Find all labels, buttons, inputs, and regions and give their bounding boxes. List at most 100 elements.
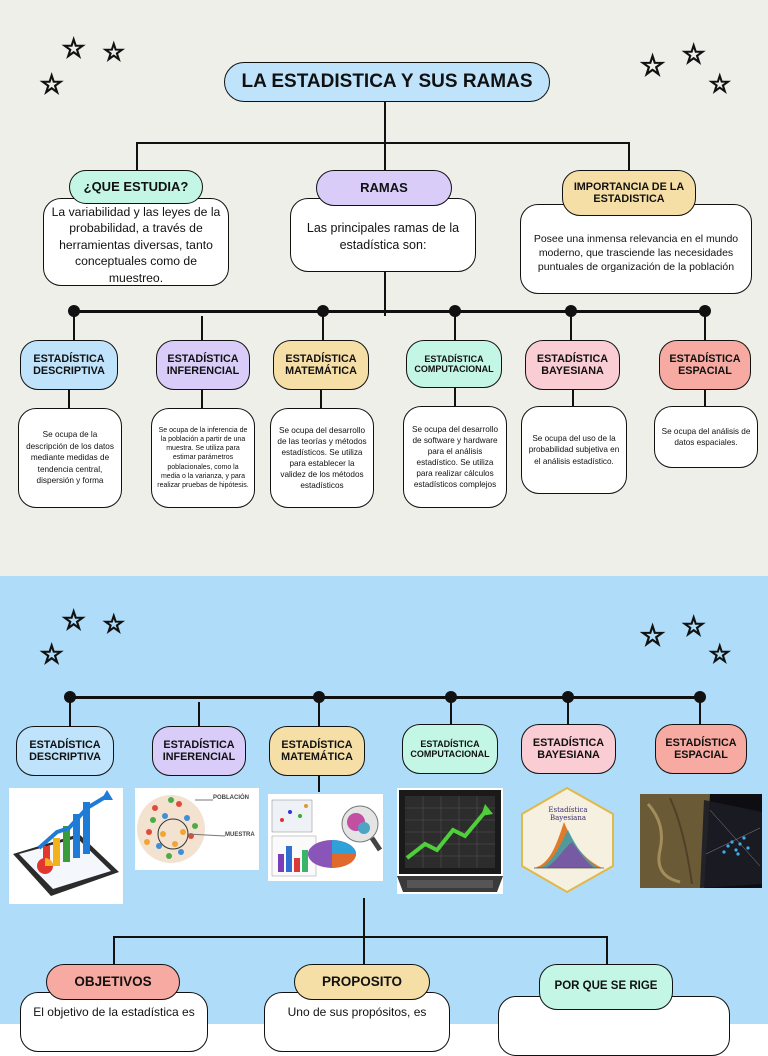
descriptiva-image	[9, 788, 123, 904]
desc-inferencial: Se ocupa de la inferencia de la població…	[151, 408, 255, 508]
bar-dot	[317, 305, 329, 317]
branch-bayesiana: ESTADÍSTICA BAYESIANA	[521, 724, 616, 774]
bayesiana-image-title: Estadística Bayesiana	[548, 806, 588, 822]
proposito-label: PROPOSITO	[294, 964, 430, 1000]
connector-line	[704, 312, 706, 340]
bar-dot	[68, 305, 80, 317]
desc-computacional: Se ocupa del desarrollo de software y ha…	[403, 406, 507, 508]
connector-line	[567, 698, 569, 724]
inferencial-image: POBLACIÓN MUESTRA	[135, 788, 259, 870]
top-section: ☆ ☆ ☆ ☆ ☆ ☆ LA ESTADISTICA Y SUS RAMAS L…	[0, 0, 768, 576]
desc-descriptiva-text: Se ocupa de la descripción de los datos …	[26, 430, 114, 486]
connector-line	[201, 388, 203, 410]
star-icon: ☆	[39, 640, 64, 670]
branch-computacional: ESTADÍSTICA COMPUTACIONAL	[402, 724, 498, 774]
proposito-box: Uno de sus propósitos, es	[264, 992, 450, 1052]
connector-line	[136, 142, 630, 144]
que-estudia-label: ¿QUE ESTUDIA?	[69, 170, 203, 204]
branch-inferencial: ESTADÍSTICA INFERENCIAL	[156, 340, 250, 390]
connector-line	[318, 698, 320, 726]
objetivos-box: El objetivo de la estadística es	[20, 992, 208, 1052]
desc-matematica-text: Se ocupa del desarrollo de las teorías y…	[277, 425, 367, 491]
importancia-box: Posee una inmensa relevancia en el mundo…	[520, 204, 752, 294]
connector-line	[454, 312, 456, 340]
connector-line	[363, 898, 365, 938]
connector-line	[704, 388, 706, 408]
muestra-label: MUESTRA	[225, 832, 255, 838]
bar-dot	[449, 305, 461, 317]
bar-dot	[699, 305, 711, 317]
bayesiana-image: Estadística Bayesiana	[520, 786, 615, 894]
connector-line	[628, 142, 630, 170]
importancia-label: IMPORTANCIA DE LA ESTADISTICA	[562, 170, 696, 216]
connector-line	[572, 388, 574, 408]
connector-line	[384, 270, 386, 316]
connector-line	[384, 142, 386, 170]
connector-line	[113, 936, 608, 938]
ramas-text: Las principales ramas de la estadística …	[306, 221, 460, 252]
branch-matematica: ESTADÍSTICA MATEMÁTICA	[273, 340, 369, 390]
star-icon: ☆	[681, 612, 706, 642]
star-icon: ☆	[102, 38, 125, 66]
que-estudia-text: La variabilidad y las leyes de la probab…	[51, 204, 221, 285]
branch-espacial: ESTADÍSTICA ESPACIAL	[655, 724, 747, 774]
connector-line	[69, 698, 71, 726]
bar-dot	[565, 305, 577, 317]
star-icon: ☆	[61, 606, 86, 636]
connector-line	[113, 936, 115, 966]
ramas-box: Las principales ramas de la estadística …	[290, 198, 476, 272]
por-que-label: POR QUE SE RIGE	[539, 964, 673, 1010]
connector-line	[322, 312, 324, 342]
branch-descriptiva: ESTADÍSTICA DESCRIPTIVA	[20, 340, 118, 390]
objetivos-label: OBJETIVOS	[46, 964, 180, 1000]
star-icon: ☆	[102, 610, 125, 638]
branch-espacial: ESTADÍSTICA ESPACIAL	[659, 340, 751, 390]
branch-inferencial: ESTADÍSTICA INFERENCIAL	[152, 726, 246, 776]
bar-dot	[694, 691, 706, 703]
connector-line	[570, 312, 572, 340]
star-icon: ☆	[639, 49, 666, 82]
connector-line	[136, 142, 138, 170]
connector-line	[606, 936, 608, 966]
connector-line	[699, 698, 701, 724]
bar-dot	[445, 691, 457, 703]
matematica-image	[268, 794, 383, 881]
desc-espacial: Se ocupa del análisis de datos espaciale…	[654, 406, 758, 468]
branches-bar	[73, 310, 706, 313]
star-icon: ☆	[681, 40, 706, 70]
bar-dot	[562, 691, 574, 703]
ramas-label: RAMAS	[316, 170, 452, 206]
connector-line	[320, 388, 322, 410]
desc-bayesiana-text: Se ocupa del uso de la probabilidad subj…	[528, 434, 620, 466]
connector-line	[198, 702, 200, 726]
connector-line	[318, 772, 320, 792]
star-icon: ☆	[708, 70, 731, 98]
connector-line	[363, 936, 365, 966]
star-icon: ☆	[708, 640, 731, 668]
connector-line	[384, 100, 386, 143]
desc-espacial-text: Se ocupa del análisis de datos espaciale…	[661, 426, 751, 447]
connector-line	[68, 388, 70, 410]
connector-line	[450, 698, 452, 724]
desc-inferencial-text: Se ocupa de la inferencia de la població…	[157, 427, 249, 489]
branch-matematica: ESTADÍSTICA MATEMÁTICA	[269, 726, 365, 776]
importancia-text: Posee una inmensa relevancia en el mundo…	[533, 232, 739, 274]
connector-line	[454, 386, 456, 408]
bottom-section: ☆ ☆ ☆ ☆ ☆ ☆ ESTADÍSTICA DESCRIPTIVA ESTA…	[0, 576, 768, 1056]
star-icon: ☆	[639, 619, 666, 652]
desc-matematica: Se ocupa del desarrollo de las teorías y…	[270, 408, 374, 508]
objetivos-text: El objetivo de la estadística es	[33, 1005, 195, 1019]
desc-descriptiva: Se ocupa de la descripción de los datos …	[18, 408, 122, 508]
connector-line	[73, 312, 75, 342]
espacial-image	[640, 794, 762, 888]
branch-descriptiva: ESTADÍSTICA DESCRIPTIVA	[16, 726, 114, 776]
branches-bar	[70, 696, 702, 699]
computacional-image	[397, 788, 503, 894]
branch-bayesiana: ESTADÍSTICA BAYESIANA	[525, 340, 620, 390]
bar-dot	[64, 691, 76, 703]
poblacion-label: POBLACIÓN	[213, 795, 249, 801]
desc-computacional-text: Se ocupa del desarrollo de software y ha…	[411, 424, 499, 490]
desc-bayesiana: Se ocupa del uso de la probabilidad subj…	[521, 406, 627, 494]
star-icon: ☆	[61, 34, 86, 64]
branch-computacional: ESTADÍSTICA COMPUTACIONAL	[406, 340, 502, 388]
